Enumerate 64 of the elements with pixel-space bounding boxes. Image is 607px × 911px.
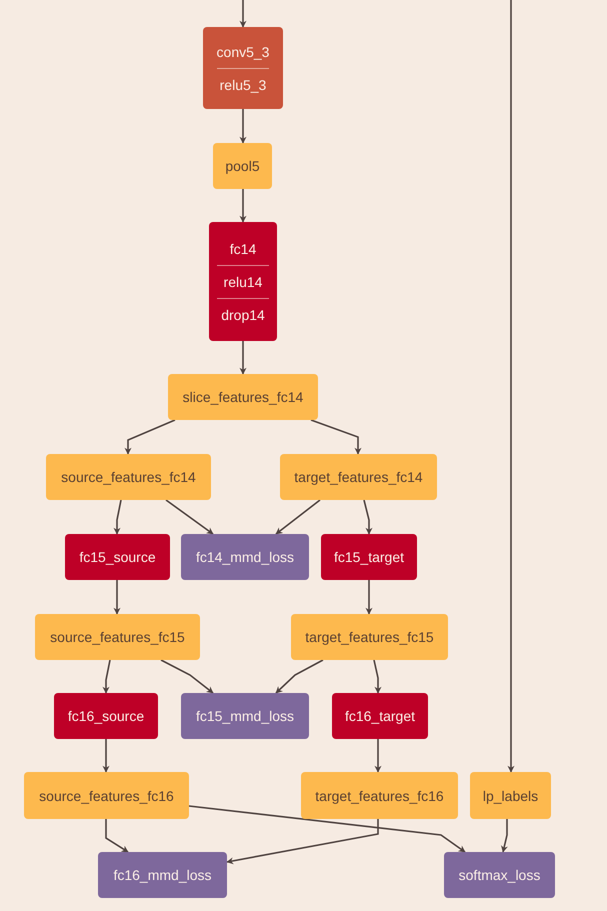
blob-box bbox=[470, 772, 551, 819]
layer-name: conv5_3 bbox=[216, 42, 270, 62]
loss-box bbox=[444, 852, 555, 898]
layer-name: fc16_target bbox=[344, 707, 416, 726]
layer-name: target_features_fc14 bbox=[294, 468, 423, 487]
layer-name: softmax_loss bbox=[458, 866, 540, 885]
conv-layer-box bbox=[203, 27, 283, 109]
blob-box bbox=[24, 772, 189, 819]
arrow bbox=[240, 109, 246, 144]
arrow bbox=[240, 189, 246, 223]
layer-name: fc16_source bbox=[68, 707, 144, 726]
blob-box bbox=[291, 614, 448, 660]
layer-name: target_features_fc16 bbox=[315, 786, 444, 806]
arrow bbox=[160, 659, 214, 694]
loss-box bbox=[98, 852, 227, 898]
blob-box bbox=[46, 454, 211, 500]
arrow bbox=[105, 819, 129, 853]
layer-name: fc16_mmd_loss bbox=[113, 866, 212, 885]
blob-box bbox=[213, 143, 272, 189]
layer-name: fc14_mmd_loss bbox=[196, 548, 294, 567]
blob-box bbox=[280, 454, 437, 500]
layer-name: fc15_source bbox=[79, 548, 156, 567]
layer-name: target_features_fc15 bbox=[305, 628, 434, 647]
arrow bbox=[188, 805, 466, 853]
arrow bbox=[374, 739, 382, 773]
fc-layer-box bbox=[332, 693, 428, 739]
arrow bbox=[102, 739, 110, 773]
arrow bbox=[275, 499, 320, 535]
layer-name: lp_labels bbox=[482, 786, 538, 806]
layer-name: drop14 bbox=[221, 306, 265, 325]
layer-name: relu14 bbox=[224, 272, 262, 292]
blob-box bbox=[35, 614, 200, 660]
arrow bbox=[102, 660, 111, 694]
arrow bbox=[240, 341, 246, 375]
layer-name: relu5_3 bbox=[220, 76, 266, 95]
fc-layer-box bbox=[54, 693, 158, 739]
fc-layer-box bbox=[209, 222, 277, 341]
arrow bbox=[373, 660, 382, 694]
arrow bbox=[366, 580, 372, 615]
layer-name: source_features_fc16 bbox=[39, 786, 174, 806]
arrow bbox=[114, 580, 120, 615]
layer-name: fc15_mmd_loss bbox=[196, 707, 294, 726]
loss-box bbox=[181, 534, 309, 580]
layer-name: slice_features_fc14 bbox=[182, 388, 304, 407]
layer-name: fc15_target bbox=[334, 548, 404, 567]
arrow bbox=[501, 819, 508, 853]
arrow bbox=[124, 419, 176, 455]
blob-box bbox=[301, 772, 458, 819]
arrow bbox=[240, 0, 246, 28]
arrow bbox=[166, 499, 214, 535]
layer-name: pool5 bbox=[225, 157, 260, 176]
layer-name: fc14 bbox=[230, 240, 256, 258]
arrow bbox=[363, 500, 372, 535]
arrow bbox=[508, 0, 514, 773]
fc-layer-box bbox=[321, 534, 417, 580]
layer-name: source_features_fc15 bbox=[50, 628, 185, 647]
blob-box bbox=[168, 374, 318, 420]
arrow bbox=[275, 659, 324, 694]
arrow bbox=[114, 500, 122, 535]
arrow bbox=[310, 419, 362, 455]
fc-layer-box bbox=[65, 534, 170, 580]
arrow bbox=[226, 819, 379, 864]
layer-name: source_features_fc14 bbox=[61, 468, 196, 487]
loss-box bbox=[181, 693, 309, 739]
